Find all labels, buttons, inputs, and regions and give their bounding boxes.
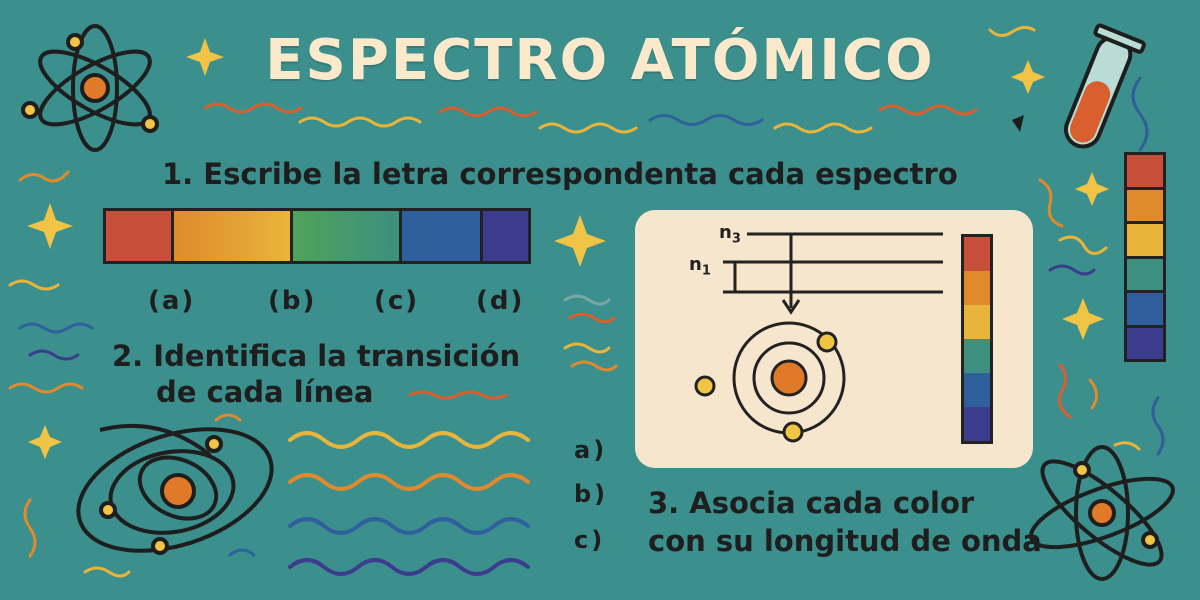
electron: [816, 331, 838, 353]
nucleus: [770, 359, 808, 397]
spectrum-label-a: (a): [148, 286, 196, 316]
orbit-icon: [76, 423, 274, 555]
color-swatch: [964, 237, 990, 271]
color-swatch: [964, 271, 990, 305]
side-color-bar: [1124, 152, 1166, 362]
color-swatch: [1127, 155, 1163, 190]
color-swatch: [1127, 258, 1163, 293]
energy-level-diagram: [694, 232, 943, 443]
test-tube-icon: [1012, 23, 1146, 149]
color-swatch: [964, 373, 990, 407]
answer-label-c: c): [574, 526, 606, 554]
electron: [782, 421, 804, 443]
color-swatch: [1127, 189, 1163, 224]
spectrum-label-d: (d): [476, 286, 525, 316]
answer-label-a: a): [574, 436, 608, 464]
spectrum-label-b: (b): [268, 286, 317, 316]
color-swatch: [1127, 327, 1163, 359]
question-3-line-1: 3. Asocia cada color: [648, 486, 975, 520]
spectrum-label-c: (c): [374, 286, 420, 316]
question-3-line-2: con su longitud de onda: [648, 523, 1042, 558]
spectrum-bar: [103, 208, 531, 264]
color-swatch: [1127, 293, 1163, 328]
question-2-line-1: 2. Identifica la transición: [112, 339, 521, 373]
spectrum-band: [292, 211, 403, 261]
color-swatch: [964, 339, 990, 373]
diagram-color-bar: [961, 234, 993, 444]
electron: [694, 375, 716, 397]
question-3: 3. Asocia cada color con su longitud de …: [648, 485, 1042, 560]
level-label-n3: n3: [719, 222, 741, 247]
answer-waves: [288, 431, 530, 576]
spectrum-band: [173, 211, 293, 261]
answer-label-b: b): [574, 480, 609, 508]
color-swatch: [1127, 224, 1163, 259]
spectrum-band: [402, 211, 483, 261]
page-title: ESPECTRO ATÓMICO: [265, 28, 935, 93]
atom-icon: [21, 24, 159, 152]
transition-diagram-card: n3 n1: [635, 210, 1033, 468]
question-2-line-2: de cada línea: [156, 375, 374, 410]
color-swatch: [964, 407, 990, 441]
level-label-n1: n1: [689, 254, 711, 279]
color-swatch: [964, 305, 990, 339]
question-1: 1. Escribe la letra correspondenta cada …: [162, 157, 958, 191]
atom-icon: [1029, 445, 1175, 581]
sparkle-icon: [27, 38, 1109, 459]
spectrum-band: [106, 211, 174, 261]
spectrum-band: [482, 211, 528, 261]
question-2: 2. Identifica la transición de cada líne…: [112, 338, 520, 411]
